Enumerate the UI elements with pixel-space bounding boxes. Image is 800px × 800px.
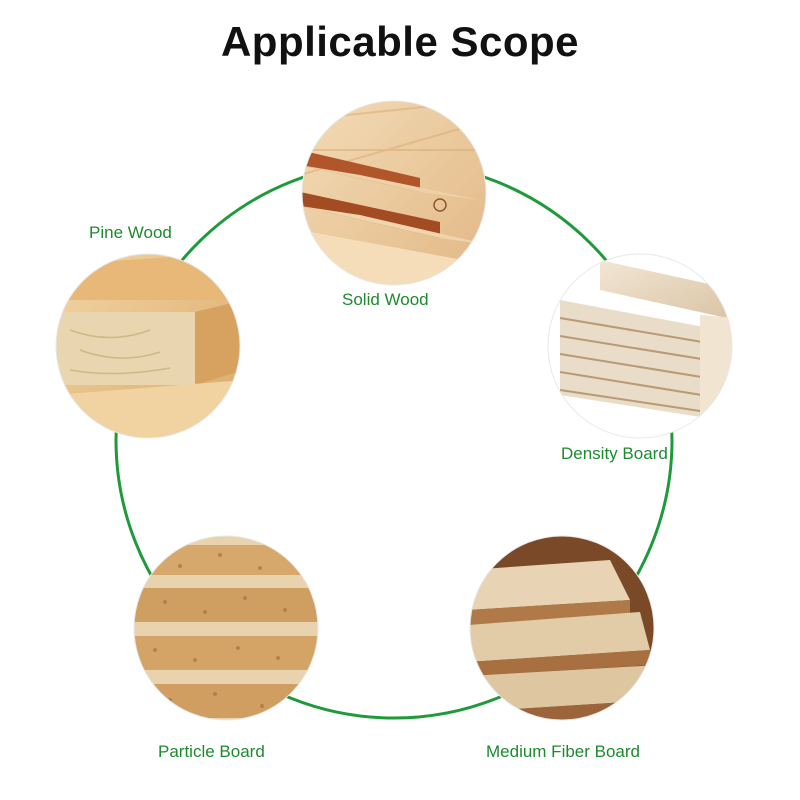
medium-fiber-board-photo — [469, 535, 655, 721]
label-solid-wood: Solid Wood — [342, 290, 429, 309]
label-density-board: Density Board — [561, 444, 668, 463]
pine-wood-photo — [55, 253, 241, 439]
solid-wood-photo — [301, 100, 487, 286]
density-board-photo — [547, 253, 733, 439]
label-medium-fiber-board: Medium Fiber Board — [486, 742, 641, 761]
label-particle-board: Particle Board — [158, 742, 265, 761]
page-title: Applicable Scope — [220, 18, 580, 65]
label-pine-wood: Pine Wood — [89, 223, 172, 242]
particle-board-photo — [133, 535, 319, 721]
